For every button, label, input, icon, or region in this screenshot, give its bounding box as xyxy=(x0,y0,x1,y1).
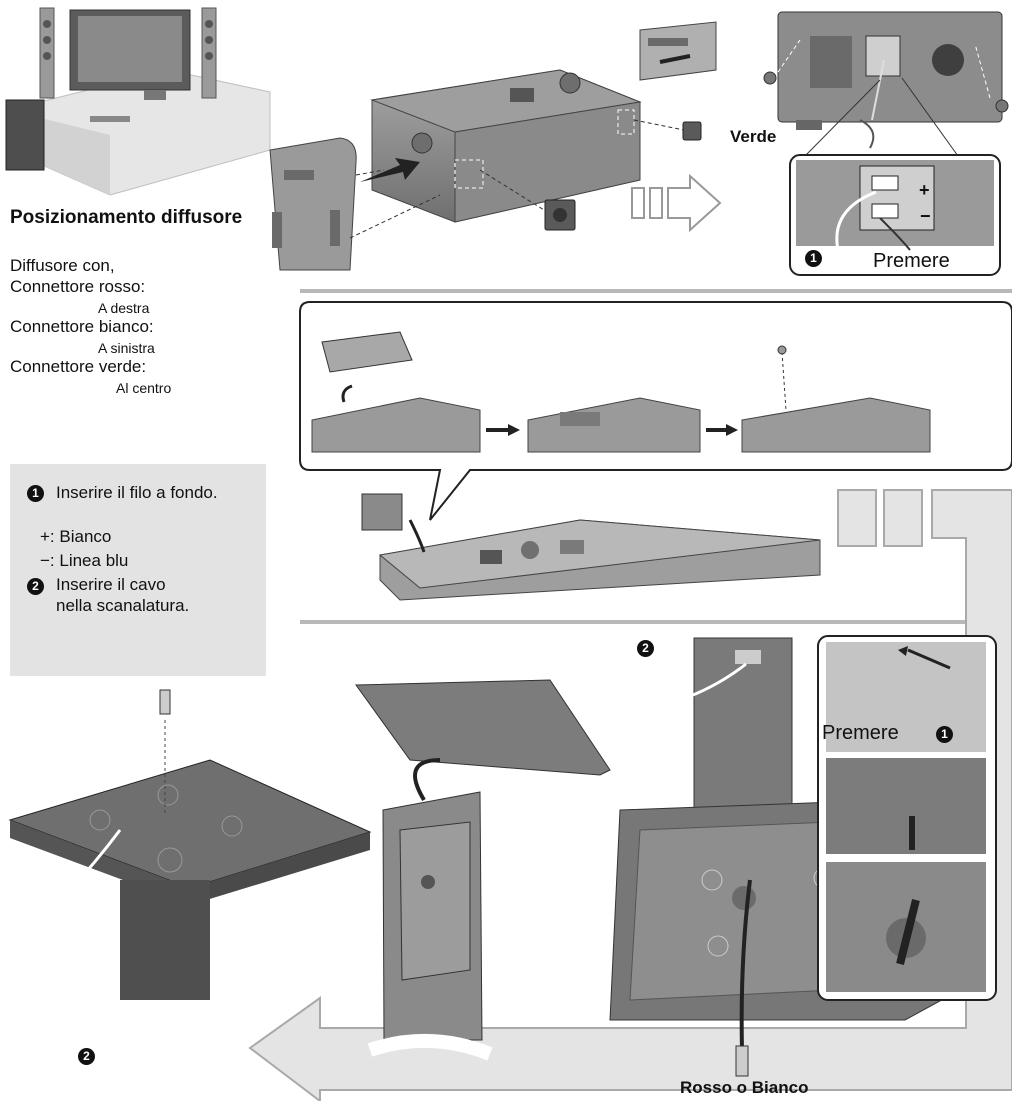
minus-sign-label: − xyxy=(920,206,931,226)
step-two-text: Inserire il cavo nella scanalatura. xyxy=(56,575,190,615)
stand-base-illustration xyxy=(0,689,372,1047)
connector-green-label: Connettore verde: xyxy=(10,357,147,376)
connector-white-label: Connettore bianco: xyxy=(10,317,154,336)
cable-routing-illustration xyxy=(609,635,997,1077)
instructions-note-panel: 1 Inserire il filo a fondo. +: Bianco −:… xyxy=(10,464,266,676)
plus-polarity-label: +: Bianco xyxy=(40,527,112,546)
plus-sign-label: + xyxy=(919,180,930,200)
placement-intro: Diffusore con, xyxy=(10,256,115,275)
connector-white-position: A sinistra xyxy=(98,340,155,356)
bracket-steps-callout xyxy=(299,301,1012,601)
home-theater-illustration xyxy=(5,7,271,196)
step-one-badge: 1 xyxy=(27,485,44,502)
step-two-badge: 2 xyxy=(27,578,44,595)
press-label-top: Premere xyxy=(873,250,950,272)
next-step-arrow xyxy=(631,173,722,233)
step-one-marker-bottom: 1 xyxy=(936,726,953,743)
stand-post-illustration xyxy=(355,679,611,1061)
speaker-box-assembly xyxy=(269,21,717,271)
placement-title: Posizionamento diffusore xyxy=(10,207,243,228)
minus-polarity-label: −: Linea blu xyxy=(40,551,129,570)
press-label-bottom: Premere xyxy=(822,722,899,744)
step-one-marker-top: 1 xyxy=(805,250,822,267)
red-or-white-connector-label: Rosso o Bianco xyxy=(680,1078,809,1097)
connector-green-position: Al centro xyxy=(116,380,172,396)
green-connector-label: Verde xyxy=(730,127,777,146)
connector-red-label: Connettore rosso: xyxy=(10,277,146,296)
flow-arrow xyxy=(248,489,1012,1101)
step-one-text: Inserire il filo a fondo. xyxy=(56,483,218,502)
step-two-marker-right: 2 xyxy=(637,640,654,657)
step-two-marker-left: 2 xyxy=(78,1048,95,1065)
rear-panel-illustration xyxy=(763,11,1009,276)
connector-red-position: A destra xyxy=(98,300,150,316)
